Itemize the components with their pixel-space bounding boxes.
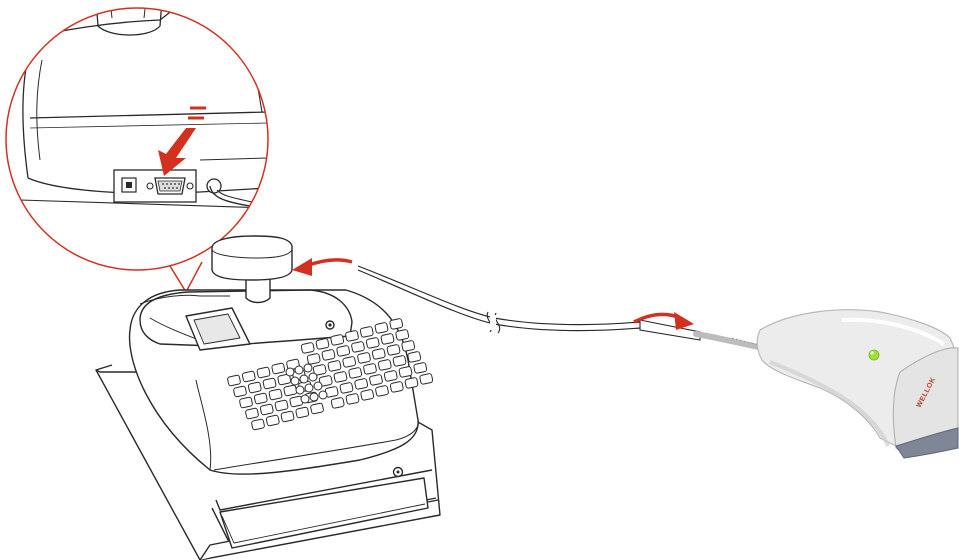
register-key	[351, 341, 365, 352]
barcode-scanner: WELLOK	[696, 310, 958, 458]
register-key	[227, 375, 241, 386]
register-key	[375, 322, 389, 333]
register-key	[336, 345, 350, 356]
numeric-key	[309, 373, 317, 381]
register-key	[384, 370, 398, 381]
register-key	[375, 385, 389, 396]
register-key	[269, 389, 283, 400]
register-key	[283, 385, 297, 396]
register-key	[263, 378, 277, 389]
register-key	[251, 419, 265, 430]
register-key	[363, 363, 377, 374]
usb-port-icon	[122, 178, 136, 192]
register-key	[360, 326, 374, 337]
callout-circle	[6, 8, 268, 270]
register-key	[328, 360, 342, 371]
register-key	[301, 342, 315, 353]
register-key	[257, 367, 271, 378]
register-key	[233, 386, 247, 397]
register-key	[348, 367, 362, 378]
register-key	[310, 403, 324, 414]
arrow-to-register-icon	[292, 258, 352, 276]
register-key	[354, 378, 368, 389]
register-key	[393, 355, 407, 366]
register-key	[360, 389, 374, 400]
numeric-key	[301, 395, 309, 403]
register-key	[260, 404, 274, 415]
register-key	[387, 344, 401, 355]
numeric-key	[305, 384, 313, 392]
register-key	[331, 397, 345, 408]
register-key	[357, 352, 371, 363]
register-key	[390, 381, 404, 392]
callout-pointer	[170, 262, 202, 292]
register-key	[401, 340, 415, 351]
register-key	[395, 329, 409, 340]
register-key	[322, 349, 336, 360]
register-key	[254, 393, 268, 404]
register-key	[407, 351, 421, 362]
register-key	[419, 373, 433, 384]
register-key	[369, 374, 383, 385]
register-key	[366, 337, 380, 348]
register-key	[239, 397, 253, 408]
cash-register	[96, 236, 440, 560]
register-key	[316, 338, 330, 349]
register-key	[330, 334, 344, 345]
register-key	[342, 356, 356, 367]
register-key	[271, 363, 285, 374]
numeric-key	[291, 377, 299, 385]
register-key	[345, 330, 359, 341]
register-key	[242, 371, 256, 382]
register-key	[275, 400, 289, 411]
numeric-key	[314, 382, 322, 390]
numeric-key	[296, 386, 304, 394]
numeric-key	[319, 391, 327, 399]
register-key	[346, 393, 360, 404]
register-key	[372, 348, 386, 359]
register-key	[413, 362, 427, 373]
register-key	[340, 382, 354, 393]
numeric-key	[310, 393, 318, 401]
register-key	[381, 333, 395, 344]
numeric-key	[295, 366, 303, 374]
register-key	[266, 415, 280, 426]
numeric-key	[286, 368, 294, 376]
register-key	[389, 318, 403, 329]
register-key	[281, 411, 295, 422]
register-key	[248, 382, 262, 393]
register-key	[405, 377, 419, 388]
data-cable	[358, 266, 700, 340]
numeric-key	[300, 375, 308, 383]
status-led-icon	[869, 350, 879, 360]
register-key	[295, 407, 309, 418]
register-key	[307, 353, 321, 364]
register-key	[245, 408, 259, 419]
numeric-key	[304, 364, 312, 372]
register-key	[334, 371, 348, 382]
register-key	[399, 366, 413, 377]
register-key	[378, 359, 392, 370]
